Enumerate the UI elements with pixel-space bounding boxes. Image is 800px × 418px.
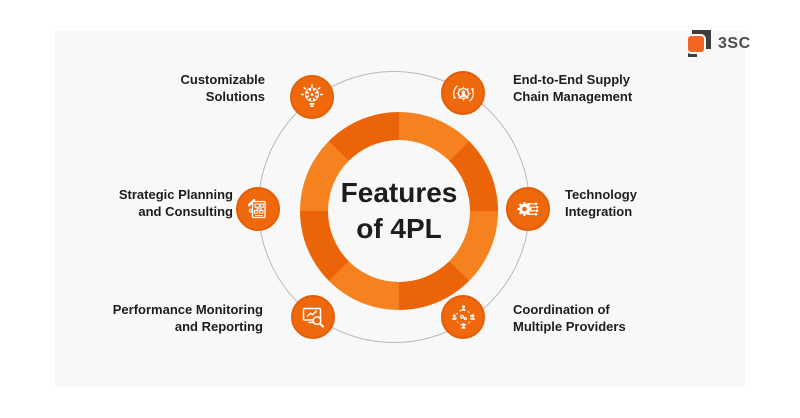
strategic-planning-label: Strategic Planning and Consulting (119, 186, 233, 220)
logo-mark-icon (688, 30, 713, 57)
coordination-providers-icon-circle (441, 295, 485, 339)
ring-inner: Features of 4PL (328, 140, 470, 282)
monitor-chart-magnifier-icon (302, 307, 324, 328)
label-line: Performance Monitoring (112, 302, 263, 317)
label-line: Technology (565, 187, 637, 202)
gear-circuit-icon (517, 202, 539, 216)
label-line: and Reporting (174, 319, 263, 334)
customizable-solutions-label: Customizable Solutions (180, 71, 265, 105)
strategic-planning-icon-circle (236, 187, 280, 231)
label-line: Multiple Providers (513, 319, 626, 334)
person-gear-cycle-icon (452, 84, 474, 102)
label-line: and Consulting (138, 204, 233, 219)
logo: 3SC (688, 30, 751, 57)
performance-monitoring-label: Performance Monitoring and Reporting (113, 301, 263, 335)
logo-square-small (688, 48, 697, 57)
customizable-solutions-icon-circle (290, 75, 334, 119)
center-title: Features of 4PL (341, 175, 458, 247)
label-line: End-to-End Supply (513, 72, 630, 87)
center-title-line1: Features (340, 177, 458, 208)
label-line: Integration (565, 204, 633, 219)
end-to-end-supply-chain-label: End-to-End Supply Chain Management (513, 71, 632, 105)
people-network-gears-icon (451, 304, 475, 329)
label-line: Customizable (180, 72, 265, 87)
center-title-line2: of 4PL (356, 213, 442, 244)
end-to-end-supply-chain-icon-circle (441, 71, 485, 115)
label-line: Coordination of (513, 302, 610, 317)
document-pencil-flowchart-icon (247, 198, 266, 219)
technology-integration-label: Technology Integration (565, 186, 637, 220)
lightbulb-gear-icon (300, 84, 324, 107)
technology-integration-icon-circle (506, 187, 550, 231)
label-line: Solutions (205, 89, 265, 104)
label-line: Strategic Planning (118, 187, 233, 202)
performance-monitoring-icon-circle (291, 295, 335, 339)
logo-text: 3SC (718, 34, 751, 52)
coordination-providers-label: Coordination of Multiple Providers (513, 301, 626, 335)
label-line: Chain Management (513, 89, 633, 104)
logo-square-orange (688, 36, 704, 52)
